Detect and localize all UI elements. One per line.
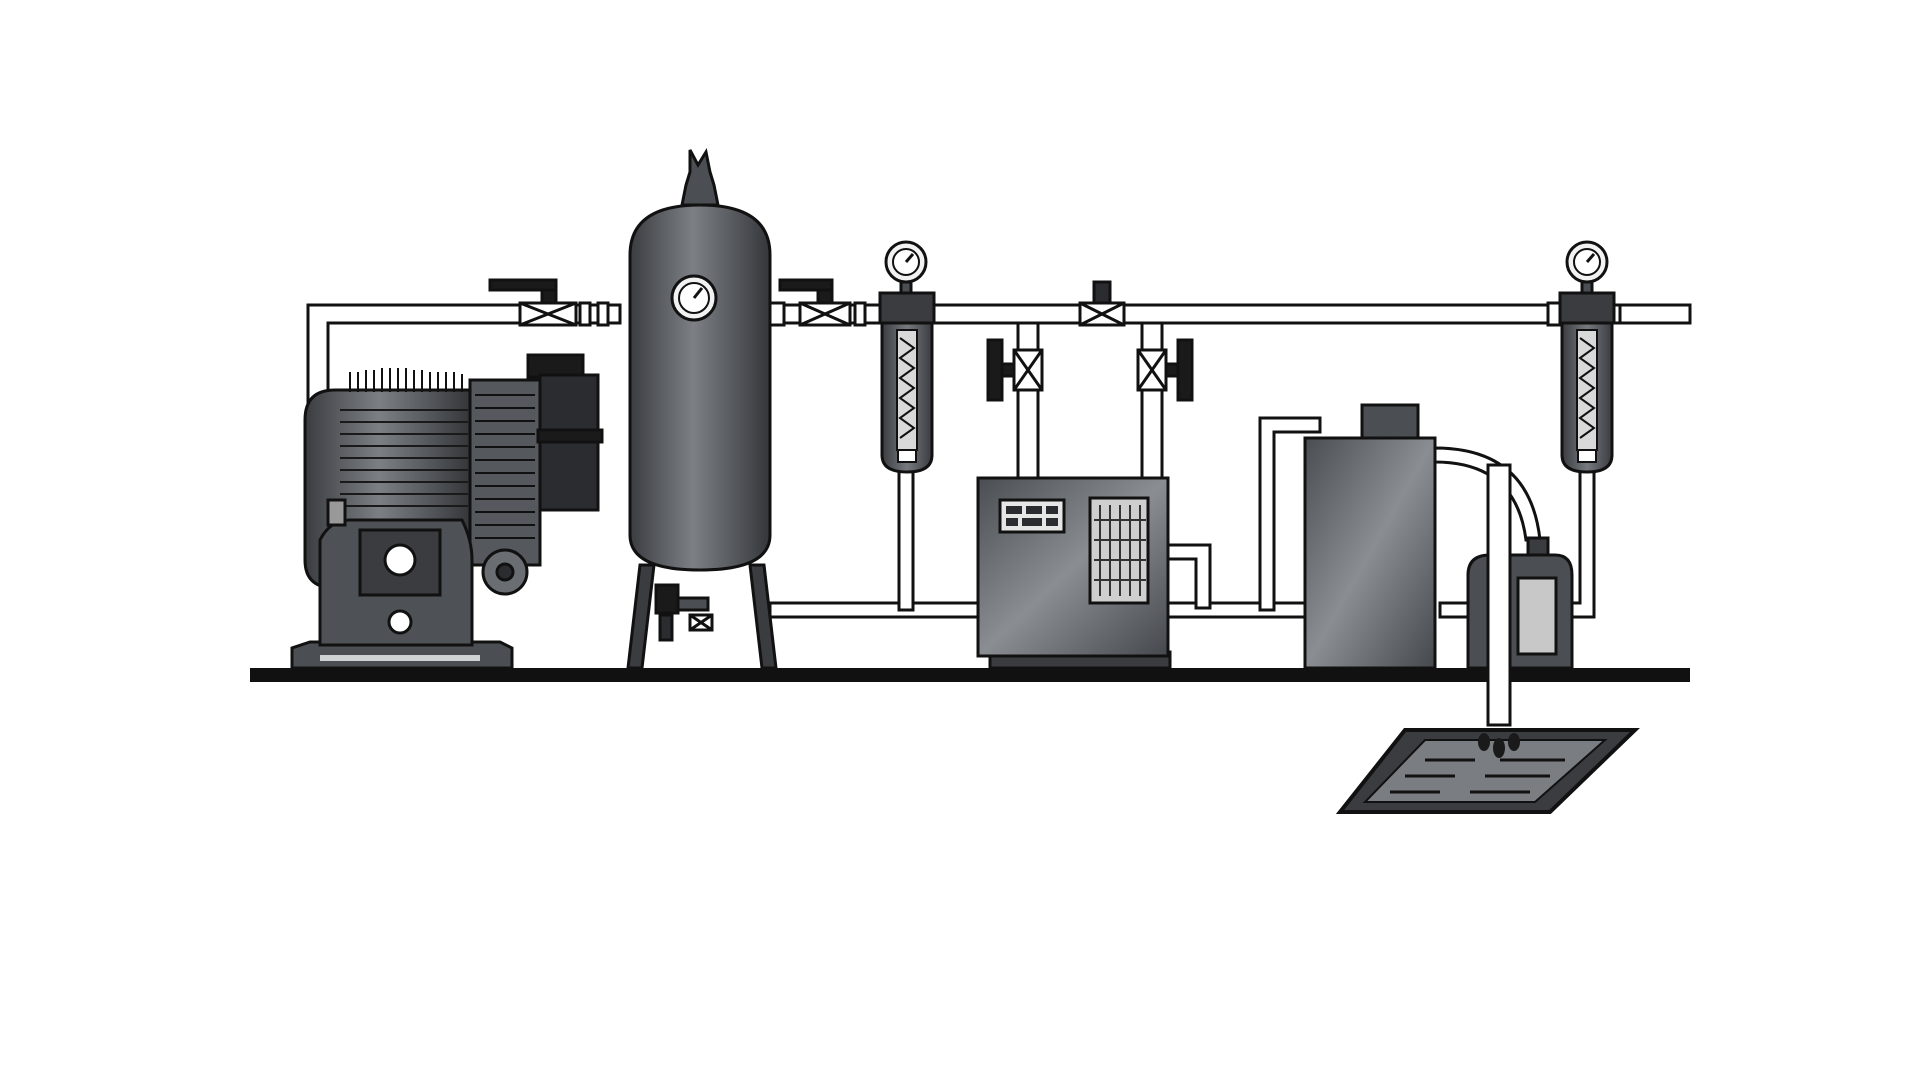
floor-drain: [1335, 728, 1640, 814]
pipe-dryer-outlet: [1140, 321, 1164, 490]
pipe-filter1-drain: [897, 463, 915, 612]
pipe-dryer-inlet: [1016, 321, 1040, 490]
collector-window: [1516, 576, 1558, 656]
tank-leg-left: [626, 563, 656, 670]
tank-leg-right: [748, 563, 778, 670]
condensate-collector: [1466, 536, 1574, 670]
filter1-head: [878, 291, 936, 325]
bypass-valve[interactable]: [1078, 280, 1126, 327]
tank-gauge-needle: [692, 287, 704, 299]
ball-valve-2[interactable]: [768, 278, 867, 327]
compressor-port-upper: [383, 543, 417, 577]
dryer-vent-slats: [1094, 505, 1146, 596]
compressor-flywheel-hub: [495, 562, 515, 582]
pipe-drain-line-1: [768, 601, 982, 619]
dryer-control-panel[interactable]: [998, 498, 1066, 534]
pipe-drain-line-2: [1163, 601, 1312, 619]
compressor-intake-neck: [536, 428, 604, 444]
drain-grate-inner: [1362, 739, 1608, 803]
separator-top-cap: [1360, 403, 1420, 441]
air-compressor: [290, 353, 604, 670]
pipe-separator-inlet: [1258, 416, 1322, 612]
compressor-top-fins: [349, 368, 463, 392]
refrigerated-dryer: [976, 476, 1172, 670]
floor-line: [250, 668, 1690, 682]
collector-neck: [1526, 536, 1550, 558]
tank-drain-valve[interactable]: [654, 583, 714, 642]
air-receiver-tank: [626, 147, 778, 670]
filter2-head: [1558, 291, 1616, 325]
line-filter-2: [1546, 240, 1616, 474]
separator-body: [1303, 436, 1437, 670]
compressor-belt-guard: [326, 498, 347, 527]
drain-grate-slots: [1390, 758, 1565, 794]
ball-valve-1[interactable]: [488, 278, 610, 327]
water-drips: [1478, 733, 1520, 758]
discharge-pipe-front: [1486, 463, 1512, 727]
dryer-outlet-valve[interactable]: [1136, 338, 1194, 402]
compressor-cooling-fins: [340, 409, 468, 507]
tank-body: [628, 203, 772, 572]
pipe-outlet: [1618, 303, 1692, 325]
compressor-base-vent: [320, 655, 480, 661]
compressor-cylinder-fins: [475, 394, 535, 539]
filter2-drain-cap: [1577, 449, 1597, 463]
compressor-port-lower: [387, 609, 413, 635]
pipe-dryer-loop: [1163, 543, 1212, 610]
oil-water-separator: [1303, 403, 1437, 670]
tank-safety-valve: [680, 147, 720, 207]
line-filter-1: [878, 240, 936, 474]
dryer-inlet-valve[interactable]: [986, 338, 1044, 402]
filter1-drain-cap: [897, 449, 917, 463]
